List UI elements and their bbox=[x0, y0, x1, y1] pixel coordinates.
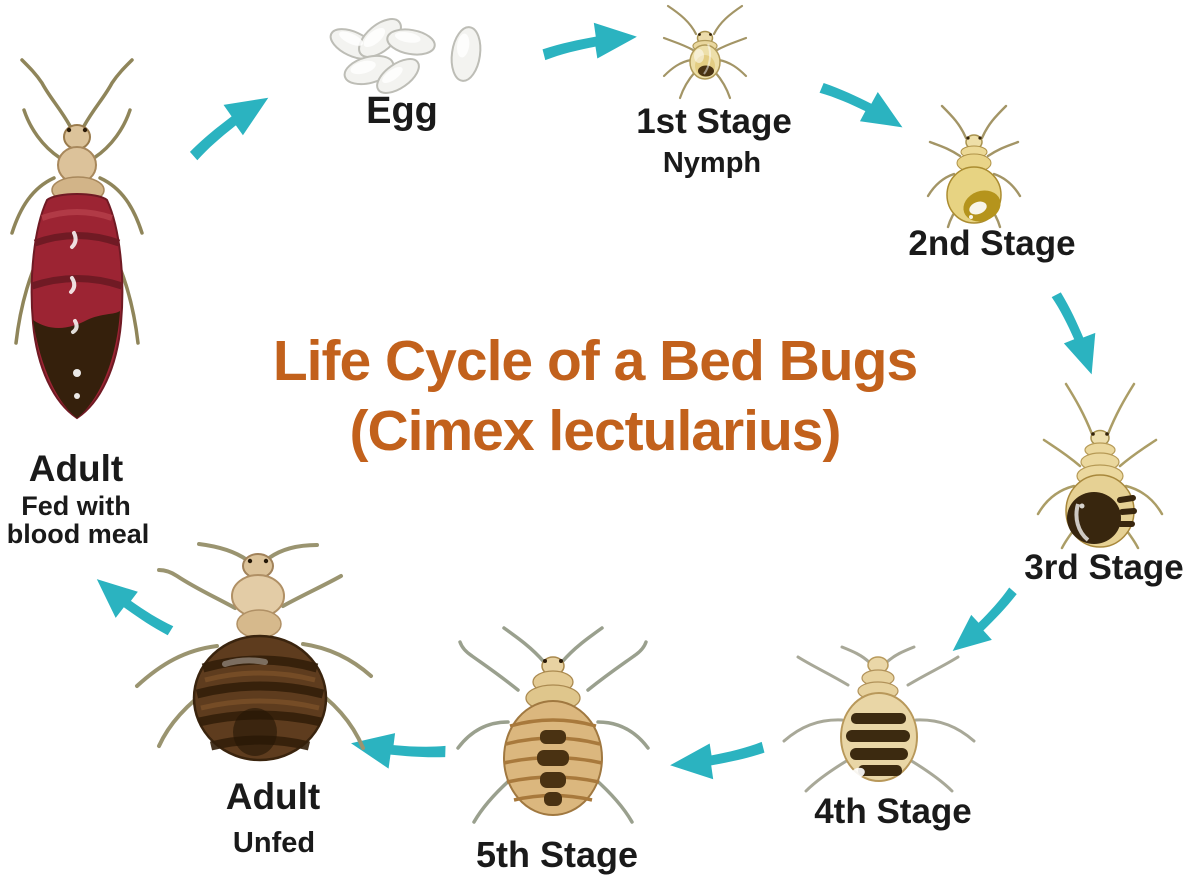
arrow-egg-to-1st-stage-icon bbox=[540, 19, 639, 63]
adult-fed-sublabel-2: blood meal bbox=[6, 519, 150, 549]
adult-unfed-sublabel: Unfed bbox=[232, 827, 316, 859]
egg-illustration bbox=[329, 18, 482, 94]
arrow-4th-to-5th-stage-icon bbox=[668, 739, 767, 783]
nymph-1st-stage-label: 1st Stage bbox=[636, 102, 792, 141]
nymph-2nd-stage-illustration bbox=[926, 104, 1022, 229]
arrow-1st-to-2nd-stage-icon bbox=[816, 64, 912, 143]
title-line-2: (Cimex lectularius) bbox=[349, 399, 842, 463]
nymph-5th-stage-label: 5th Stage bbox=[475, 834, 639, 875]
nymph-4th-stage-illustration bbox=[782, 645, 976, 793]
nymph-1st-stage-illustration bbox=[662, 4, 748, 100]
title-line-1: Life Cycle of a Bed Bugs bbox=[272, 329, 918, 393]
diagram-title: Life Cycle of a Bed Bugs (Cimex lectular… bbox=[115, 326, 1075, 466]
egg-label: Egg bbox=[366, 90, 438, 132]
adult-unfed-illustration bbox=[135, 542, 373, 762]
adult-unfed-label: Adult bbox=[225, 776, 321, 817]
nymph-5th-stage-illustration bbox=[456, 626, 650, 824]
nymph-2nd-stage-label: 2nd Stage bbox=[908, 224, 1076, 263]
arrow-adult-fed-to-egg-icon bbox=[178, 83, 279, 164]
adult-fed-label: Adult bbox=[28, 448, 124, 489]
nymph-1st-stage-sublabel: Nymph bbox=[662, 147, 762, 179]
adult-fed-sublabel-1: Fed with bbox=[21, 491, 131, 521]
nymph-3rd-stage-label: 3rd Stage bbox=[1024, 548, 1184, 587]
adult-fed-illustration bbox=[10, 58, 144, 420]
nymph-3rd-stage-illustration bbox=[1036, 382, 1164, 550]
nymph-4th-stage-label: 4th Stage bbox=[814, 792, 972, 831]
